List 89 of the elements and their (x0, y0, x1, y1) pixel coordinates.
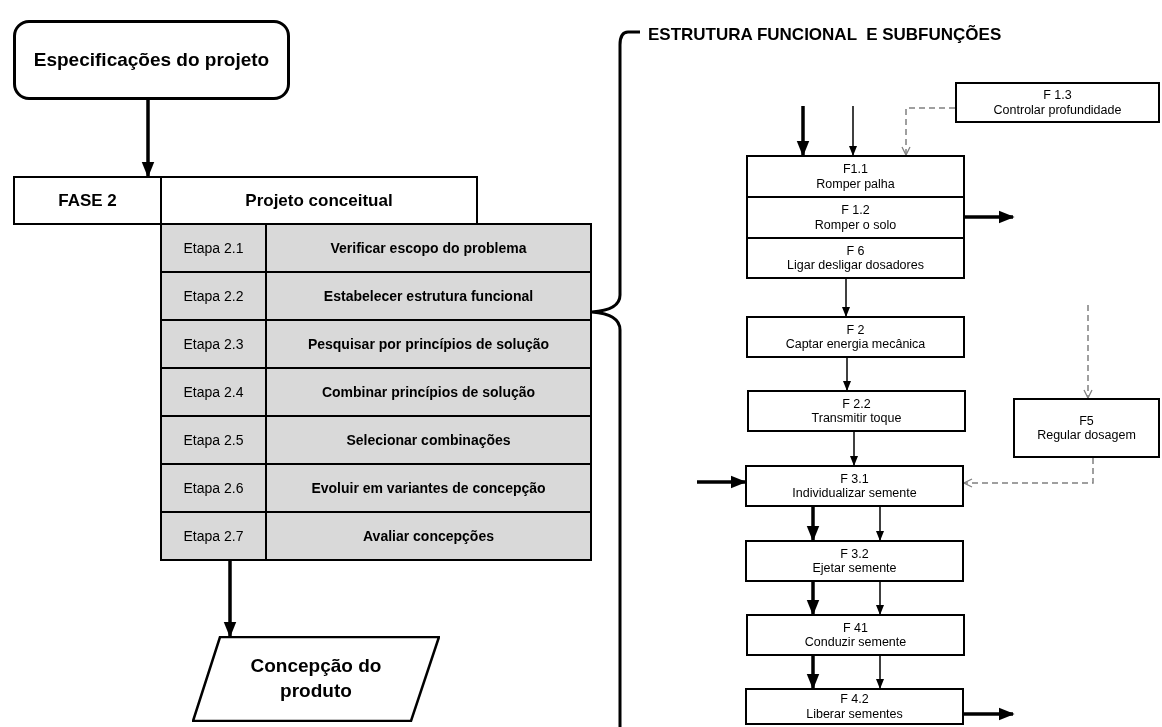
function-code: F 41 (843, 620, 868, 635)
node-label: Selecionar combinações (346, 430, 511, 450)
function-box (745, 688, 964, 725)
arrow (876, 506, 884, 541)
function-name: Transmitir toque (811, 411, 902, 426)
node-label: Pesquisar por princípios de solução (307, 334, 550, 354)
function-name: Controlar profundidade (993, 102, 1122, 117)
node-label: Combinar princípios de solução (321, 382, 536, 402)
node-label: Etapa 2.7 (183, 526, 244, 546)
header-box (160, 176, 478, 225)
node-label: Especificações do projeto (33, 48, 270, 73)
function-code: F5 (1079, 413, 1094, 428)
arrow (796, 106, 810, 157)
table-cell (265, 319, 592, 369)
function-box (1013, 398, 1160, 458)
function-name: Ejetar semente (812, 561, 897, 576)
function-name: Liberar sementes (806, 706, 903, 721)
function-name: Romper o solo (814, 217, 897, 232)
function-code: F 1.2 (841, 203, 870, 218)
function-code: F 2.2 (842, 396, 871, 411)
arrow (965, 210, 1015, 224)
function-code: F 3.1 (840, 471, 869, 486)
function-box (746, 155, 965, 198)
arrow (842, 278, 850, 317)
arrow (141, 100, 155, 178)
arrow (850, 431, 858, 466)
function-name: Regular dosagem (1037, 428, 1136, 443)
header-box (13, 176, 162, 225)
function-code: F 3.2 (840, 546, 869, 561)
node-label: Etapa 2.3 (183, 334, 244, 354)
arrow (843, 357, 851, 391)
function-code: F 6 (846, 243, 865, 258)
table-cell (160, 223, 267, 273)
node-label: FASE 2 (58, 189, 117, 212)
function-box (746, 614, 965, 656)
table-cell (160, 511, 267, 561)
node-label: Estabelecer estrutura funcional (323, 286, 534, 306)
function-box (745, 540, 964, 582)
function-name: Ligar desligar dosadores (787, 258, 924, 273)
function-box (955, 82, 1160, 123)
function-name: Captar energia mecânica (785, 337, 926, 352)
function-code: F 1.3 (1043, 88, 1072, 103)
function-box (745, 465, 964, 507)
function-box (746, 316, 965, 358)
arrow (806, 582, 820, 616)
function-name: Romper palha (816, 176, 895, 191)
arrow (876, 655, 884, 689)
parallelogram-box (192, 636, 440, 722)
diagram-title: ESTRUTURA FUNCIONAL E SUBFUNÇÕES (648, 24, 1002, 46)
function-code: F 4.2 (840, 692, 869, 707)
table-cell (160, 271, 267, 321)
node-label: Evoluir em variantes de concepção (311, 478, 546, 498)
rounded-box (13, 20, 290, 100)
table-cell (160, 319, 267, 369)
arrow (876, 581, 884, 615)
function-code: F1.1 (843, 162, 868, 177)
node-label: Avaliar concepções (363, 526, 494, 546)
node-label: Projeto conceitual (245, 189, 393, 212)
table-cell (265, 415, 592, 465)
node-label: Etapa 2.2 (183, 286, 244, 306)
arrow (1083, 304, 1093, 399)
arrow (901, 107, 956, 156)
arrow (963, 457, 1094, 488)
table-cell (265, 463, 592, 513)
function-box (746, 237, 965, 279)
table-cell (160, 415, 267, 465)
node-label: Etapa 2.6 (183, 478, 244, 498)
arrow (806, 507, 820, 542)
arrow (697, 475, 747, 489)
arrow (806, 656, 820, 690)
table-cell (160, 367, 267, 417)
table-cell (265, 511, 592, 561)
function-code: F 2 (846, 322, 865, 337)
node-label: Concepção do produto (249, 654, 383, 703)
table-cell (265, 223, 592, 273)
function-name: Conduzir semente (804, 635, 907, 650)
node-label: Etapa 2.4 (183, 382, 244, 402)
table-cell (265, 367, 592, 417)
node-label: Etapa 2.1 (183, 238, 244, 258)
arrow (223, 561, 237, 638)
function-name: Individualizar semente (792, 486, 917, 501)
node-label: Verificar escopo do problema (330, 238, 527, 258)
arrow (964, 707, 1015, 721)
table-cell (265, 271, 592, 321)
arrow (849, 105, 857, 156)
function-box (747, 390, 966, 432)
node-label: Etapa 2.5 (183, 430, 244, 450)
table-cell (160, 463, 267, 513)
function-box (746, 196, 965, 239)
